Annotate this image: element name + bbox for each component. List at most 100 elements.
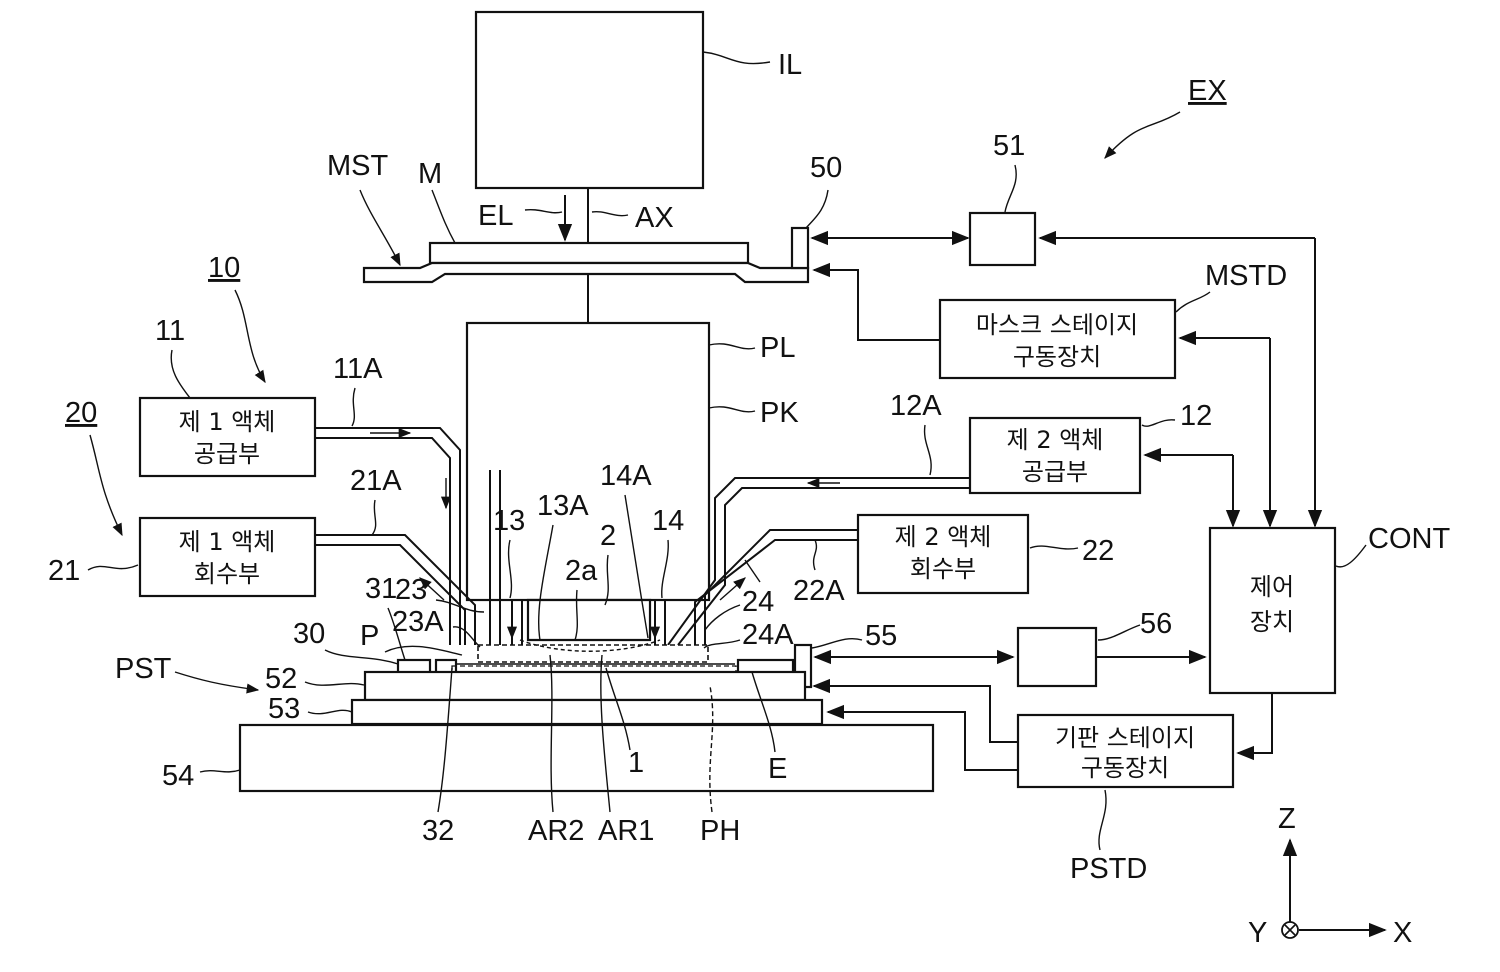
- n53-leader: [308, 710, 352, 713]
- label-m: M: [418, 158, 442, 190]
- mstd-leader: [1176, 292, 1210, 312]
- label-11: 11: [155, 315, 185, 347]
- label-p: P: [360, 620, 379, 652]
- mask-mirror-50: [792, 228, 808, 268]
- controller-line2: 장치: [1250, 608, 1294, 636]
- mst-leader-arrow: [360, 190, 400, 265]
- substrate-stage-52: [365, 672, 805, 700]
- pl-leader: [709, 344, 755, 349]
- liq1-supply-line1: 제 1 액체: [179, 408, 276, 436]
- base-54: [240, 725, 933, 791]
- n52-leader: [305, 682, 364, 685]
- label-cont: CONT: [1368, 523, 1450, 555]
- label-pst: PST: [115, 653, 172, 685]
- n22-leader: [1030, 546, 1078, 549]
- label-z: Z: [1278, 803, 1296, 835]
- label-el: EL: [478, 200, 513, 232]
- label-11a: 11A: [333, 353, 383, 385]
- label-54: 54: [162, 760, 194, 792]
- label-30: 30: [293, 618, 325, 650]
- label-20: 20: [65, 397, 97, 429]
- label-e: E: [768, 753, 787, 785]
- m-leader: [432, 190, 455, 243]
- pstd-leader: [1099, 790, 1106, 850]
- label-21: 21: [48, 555, 80, 587]
- mask-drive-line2: 구동장치: [1013, 343, 1101, 371]
- controller-line1: 제어: [1250, 573, 1294, 601]
- mask-stage: [364, 263, 808, 282]
- substrate-drive-line1: 기판 스테이지: [1055, 724, 1195, 752]
- label-56: 56: [1140, 608, 1172, 640]
- n12a-leader: [925, 425, 932, 475]
- label-21a: 21A: [350, 465, 402, 497]
- label-x: X: [1393, 917, 1412, 949]
- n20-leader-arrow: [90, 435, 122, 535]
- label-24a: 24A: [742, 619, 794, 651]
- liq1-supply-line2: 공급부: [194, 440, 260, 468]
- ex-leader-arrow: [1105, 112, 1180, 158]
- n11a-leader: [352, 388, 355, 426]
- substrate-stage-53: [352, 700, 822, 724]
- label-il: IL: [778, 49, 802, 81]
- label-mstd: MSTD: [1205, 260, 1287, 292]
- label-12a: 12A: [890, 390, 942, 422]
- liq1-recovery-line2: 회수부: [194, 560, 260, 588]
- label-10: 10: [208, 252, 240, 284]
- label-32: 32: [422, 815, 454, 847]
- label-13a: 13A: [537, 490, 589, 522]
- n12-leader: [1142, 420, 1175, 426]
- label-12: 12: [1180, 400, 1212, 432]
- label-55: 55: [865, 620, 897, 652]
- label-24: 24: [742, 586, 774, 618]
- p-leader: [385, 646, 462, 655]
- liq2-supply-line2: 공급부: [1022, 458, 1088, 486]
- mstd-to-stage: [814, 270, 940, 340]
- label-y: Y: [1248, 917, 1267, 949]
- il-leader: [703, 52, 770, 64]
- label-1: 1: [628, 747, 644, 779]
- n56-leader: [1098, 625, 1140, 640]
- n21-leader: [88, 565, 138, 570]
- mask: [430, 243, 748, 263]
- label-ar2: AR2: [528, 815, 584, 847]
- liq2-recovery-line2: 회수부: [910, 555, 976, 583]
- flow-22a-b: [745, 560, 760, 582]
- label-22a: 22A: [793, 575, 845, 607]
- interferometer-51: [970, 213, 1035, 265]
- mask-drive-line1: 마스크 스테이지: [976, 311, 1138, 339]
- illumination-system-box: [476, 12, 703, 188]
- label-14: 14: [652, 505, 684, 537]
- substrate-drive-line2: 구동장치: [1081, 754, 1169, 782]
- n10-leader-arrow: [235, 290, 265, 382]
- interferometer-56: [1018, 628, 1096, 686]
- label-ar1: AR1: [598, 815, 654, 847]
- liquid-immersion-region: [478, 645, 708, 662]
- cont-leader: [1336, 545, 1366, 567]
- label-13: 13: [493, 505, 525, 537]
- n55-leader: [812, 639, 862, 648]
- label-23a: 23A: [392, 606, 444, 638]
- label-14a: 14A: [600, 460, 652, 492]
- label-22: 22: [1082, 535, 1114, 567]
- label-2: 2: [600, 520, 616, 552]
- liq2-supply-line1: 제 2 액체: [1007, 426, 1104, 454]
- label-52: 52: [265, 663, 297, 695]
- label-53: 53: [268, 693, 300, 725]
- pst-leader-arrow: [175, 672, 258, 690]
- label-ph: PH: [700, 815, 740, 847]
- label-pstd: PSTD: [1070, 853, 1147, 885]
- label-ex: EX: [1188, 75, 1227, 107]
- label-50: 50: [810, 152, 842, 184]
- n54-leader: [200, 770, 240, 772]
- label-ax: AX: [635, 202, 674, 234]
- n24-leader: [705, 605, 740, 630]
- n21a-leader: [372, 500, 376, 535]
- pk-leader: [709, 407, 755, 412]
- n50-leader: [806, 190, 828, 228]
- liq2-recovery-line1: 제 2 액체: [895, 523, 992, 551]
- liq1-recovery-line1: 제 1 액체: [179, 528, 276, 556]
- ax-leader: [592, 212, 628, 216]
- label-23: 23: [395, 574, 427, 606]
- final-optical-element-2: [528, 600, 650, 640]
